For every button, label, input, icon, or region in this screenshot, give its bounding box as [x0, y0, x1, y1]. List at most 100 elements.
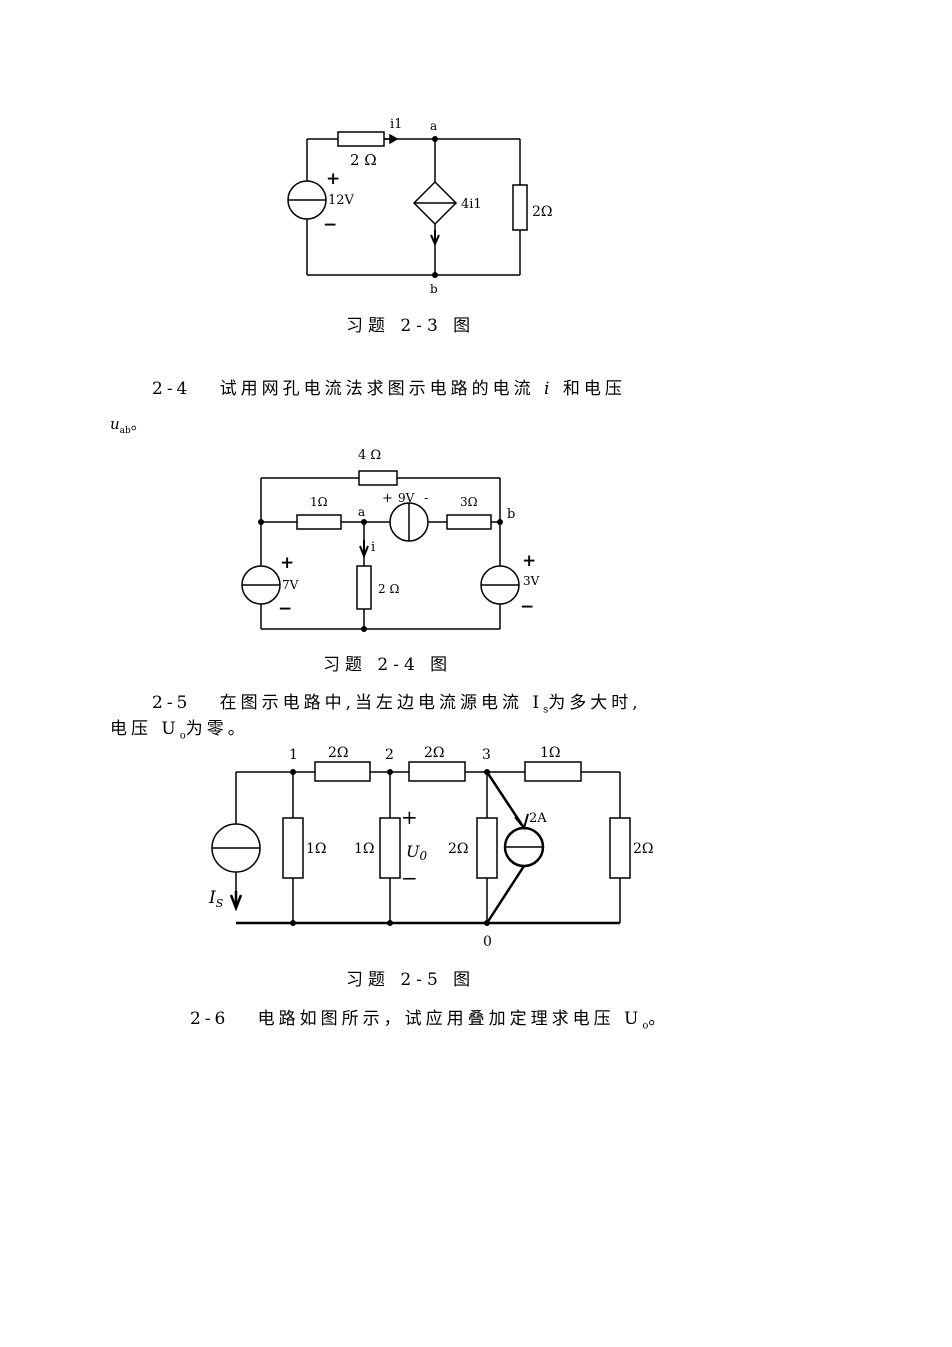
problem-2-5: 2-5 在图示电路中,当左边电流源电流 Is为多大时, [152, 688, 642, 715]
node-b [432, 272, 438, 278]
problem-number: 2-6 [190, 1009, 230, 1029]
label-node-1: 1 [289, 747, 298, 763]
label-r2: 1Ω [354, 841, 375, 857]
resistor-1ohm-node1 [282, 817, 304, 879]
label-r23: 2Ω [424, 745, 445, 761]
label-node-0: 0 [483, 934, 492, 950]
sub-ab: ab [119, 426, 131, 436]
caption-2-4: 习题 2-4 图 [323, 655, 453, 675]
label-rr: 2Ω [633, 841, 654, 857]
label-uo-minus: − [401, 866, 418, 890]
resistor-4ohm [358, 470, 398, 486]
period: 。 [648, 1009, 670, 1029]
var-u: u [110, 415, 120, 433]
label-b: b [430, 282, 438, 296]
caption-2-5: 习题 2-5 图 [346, 970, 476, 990]
resistor-shunt [512, 184, 528, 231]
node-bottom [361, 626, 367, 632]
text-is-zero: 为零。 [185, 719, 249, 739]
label-uo-plus: + [401, 805, 418, 829]
is-subscript: S [216, 897, 224, 910]
uo-subscript: 0 [419, 849, 427, 863]
label-12v: 12V [328, 193, 355, 208]
label-2a: 2A [529, 811, 547, 826]
var-uo: U [161, 719, 180, 739]
problem-2-6: 2-6 电路如图所示，试应用叠加定理求电压 Uo。 [190, 1004, 669, 1031]
label-2ohm: 2 Ω [378, 582, 399, 596]
label-9v-minus: - [424, 491, 428, 506]
label-i1: i1 [390, 117, 402, 132]
problem-2-4-line2: uab。 [110, 413, 146, 436]
node-a [432, 136, 438, 142]
label-4ohm: 4 Ω [358, 448, 381, 463]
label-node-3: 3 [482, 747, 491, 763]
node-left [258, 519, 264, 525]
resistor-2ohm-12 [314, 761, 371, 782]
problem-text: 试用网孔电流法求图示电路的电流 [219, 379, 535, 399]
uo-letter: U [406, 842, 420, 861]
label-a: a [358, 505, 365, 519]
circuit-2-4: 4 Ω 1Ω a + 9V - 3Ω b i + 7V − 2 Ω + 3V − [241, 448, 540, 632]
problem-number: 2-4 [152, 379, 192, 399]
label-minus: − [323, 215, 337, 235]
problem-2-4: 2-4 试用网孔电流法求图示电路的电流 i 和电压 [152, 374, 626, 399]
resistor-3ohm [446, 514, 492, 530]
resistor-2ohm-right [609, 817, 631, 879]
label-3v-minus: − [520, 597, 534, 617]
label-3v-plus: + [522, 551, 536, 571]
resistor-1ohm [296, 514, 342, 530]
var-uo: U [624, 1009, 643, 1029]
node-0 [484, 920, 490, 926]
text-voltage: 电压 [110, 719, 152, 739]
circuit-2-3: i1 a 2 Ω + 12V − 4i1 2Ω b [287, 117, 553, 296]
arrow-i-icon [359, 540, 369, 559]
label-r3: 2Ω [448, 841, 469, 857]
arrow-is-icon [229, 891, 243, 912]
label-b: b [507, 507, 515, 522]
arrow-2a-icon [514, 813, 529, 831]
var-is: I [532, 693, 544, 713]
label-7v-minus: − [278, 599, 292, 619]
node-a [361, 519, 367, 525]
is-letter: I [208, 888, 216, 908]
resistor-1ohm-node2 [379, 817, 401, 879]
node-1 [290, 769, 296, 775]
problem-text-2: 为多大时, [548, 693, 642, 713]
node-3 [484, 769, 490, 775]
label-r12: 2Ω [328, 745, 349, 761]
label-uo: U0 [406, 842, 427, 863]
label-a: a [430, 119, 437, 133]
label-7v-plus: + [280, 553, 294, 573]
period: 。 [130, 415, 146, 433]
arrow-down-icon [430, 230, 440, 247]
label-r3r: 1Ω [540, 745, 561, 761]
circuit-2-5: 1 2 3 2Ω 2Ω 1Ω 1Ω 1Ω 2Ω 2Ω 2A + U0 − IS … [208, 745, 654, 950]
problem-2-5-line2: 电压 Uo为零。 [110, 714, 249, 741]
resistor-series [337, 131, 385, 147]
resistor-2ohm-23 [408, 761, 466, 782]
label-4i1: 4i1 [461, 197, 482, 212]
sub-s: s [543, 704, 549, 716]
label-plus: + [326, 169, 340, 189]
problem-text: 在图示电路中,当左边电流源电流 [219, 693, 524, 713]
caption-2-3: 习题 2-3 图 [346, 316, 476, 336]
label-3v: 3V [523, 574, 540, 588]
label-r-shunt: 2Ω [532, 204, 553, 220]
arrow-i1-icon [384, 133, 399, 145]
node-bottom-1 [290, 920, 296, 926]
resistor-1ohm-3r [524, 761, 582, 782]
label-7v: 7V [282, 578, 299, 592]
label-i: i [371, 540, 375, 555]
label-3ohm: 3Ω [460, 495, 478, 509]
label-9v-plus: + [382, 491, 393, 506]
var-i: i [544, 379, 554, 399]
sub-o: o [642, 1020, 649, 1032]
sub-o: o [179, 730, 186, 742]
label-r1: 1Ω [306, 841, 327, 857]
problem-text: 电路如图所示，试应用叠加定理求电压 [257, 1009, 615, 1029]
node-bottom-2 [387, 920, 393, 926]
resistor-2ohm [356, 565, 372, 610]
node-b [497, 519, 503, 525]
label-node-2: 2 [385, 747, 394, 763]
problem-number: 2-5 [152, 693, 192, 713]
